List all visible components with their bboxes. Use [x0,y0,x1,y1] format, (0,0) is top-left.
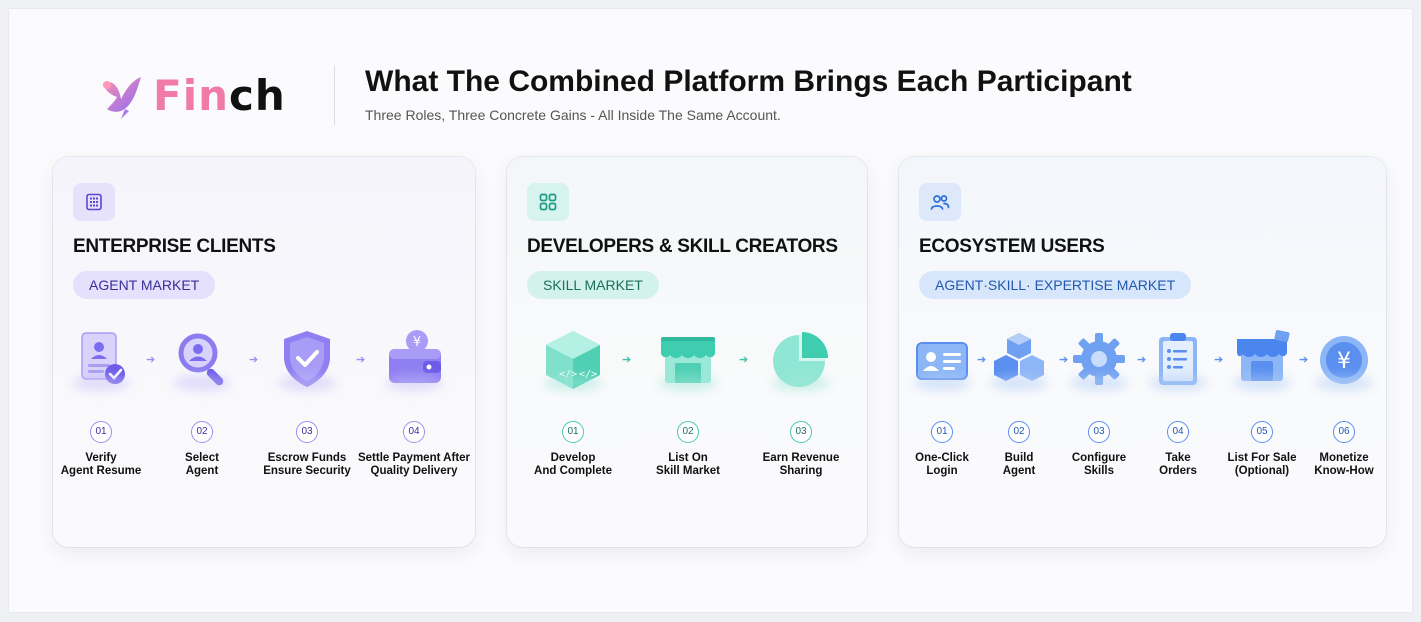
step-verify-resume: 01 Verify Agent Resume [41,325,161,478]
step-number: 02 [191,421,213,443]
users-icon [919,183,961,221]
arrow-right-icon: ➔ [356,354,366,366]
step-one-click-login: 01 One-Click Login [882,325,1002,478]
step-number: 02 [677,421,699,443]
step-label: Develop And Complete [534,452,612,477]
step-monetize: ¥ 06 Monetize Know-How [1284,325,1404,478]
gear-icon [1064,325,1134,395]
step-list-for-sale: 05 List For Sale (Optional) [1202,325,1322,478]
arrow-right-icon: ➔ [977,354,987,366]
role-card-developers: DEVELOPERS & SKILL CREATORS SKILL MARKET… [507,157,867,547]
step-label: Earn Revenue Sharing [762,452,840,477]
page: Finch What The Combined Platform Brings … [9,9,1412,612]
step-build-agent: 02 Build Agent [959,325,1079,478]
role-title: ECOSYSTEM USERS [919,236,1105,257]
svg-text:¥: ¥ [413,335,421,350]
step-label: Select Agent [185,452,219,477]
page-subtitle: Three Roles, Three Concrete Gains - All … [365,107,781,123]
step-label: Settle Payment After Quality Delivery [357,452,471,477]
svg-text:</>: </> [559,369,577,380]
step-number: 04 [1167,421,1189,443]
arrow-right-icon: ➔ [622,354,632,366]
grid-icon [527,183,569,221]
magnifier-user-icon [167,325,237,395]
arrow-right-icon: ➔ [146,354,156,366]
arrow-right-icon: ➔ [1059,354,1069,366]
id-card-icon [907,325,977,395]
step-label: Take Orders [1159,452,1197,477]
shop-icon [1227,325,1297,395]
resume-check-icon [66,325,136,395]
step-label: Build Agent [1002,452,1036,477]
step-settle-payment: ¥ 04 Settle Payment After Quality Delive… [354,325,474,478]
market-badge: SKILL MARKET [527,271,659,299]
arrow-right-icon: ➔ [1137,354,1147,366]
clipboard-icon [1143,325,1213,395]
step-label: Monetize Know-How [1314,452,1374,477]
step-label: One-Click Login [915,452,969,477]
arrow-right-icon: ➔ [739,354,749,366]
role-card-enterprise: ENTERPRISE CLIENTS AGENT MARKET 01 Verif… [53,157,475,547]
step-number: 01 [90,421,112,443]
svg-text:¥: ¥ [1337,349,1351,374]
step-number: 03 [790,421,812,443]
step-develop: </></> 01 Develop And Complete [513,325,633,478]
step-number: 03 [1088,421,1110,443]
arrow-right-icon: ➔ [249,354,259,366]
building-icon [73,183,115,221]
storefront-icon [653,325,723,395]
step-label: List On Skill Market [656,452,720,477]
finch-logo: Finch [95,69,286,121]
step-escrow-funds: 03 Escrow Funds Ensure Security [247,325,367,478]
step-number: 03 [296,421,318,443]
step-number: 01 [931,421,953,443]
arrow-right-icon: ➔ [1214,354,1224,366]
shield-check-icon [272,325,342,395]
pie-chart-icon [766,325,836,395]
step-select-agent: 02 Select Agent [142,325,262,478]
market-badge: AGENT MARKET [73,271,216,299]
step-take-orders: 04 Take Orders [1118,325,1238,478]
svg-text:</>: </> [579,369,597,380]
brand-name-post: ch [229,70,286,120]
step-list-on-market: 02 List On Skill Market [628,325,748,478]
step-configure-skills: 03 Configure Skills [1039,325,1159,478]
header-divider [334,65,335,125]
step-number: 06 [1333,421,1355,443]
wallet-yen-icon: ¥ [379,325,449,395]
step-label: Verify Agent Resume [60,452,142,477]
market-badge: AGENT·SKILL· EXPERTISE MARKET [919,271,1192,299]
role-card-ecosystem-users: ECOSYSTEM USERS AGENT·SKILL· EXPERTISE M… [899,157,1386,547]
step-label: Escrow Funds Ensure Security [263,452,351,477]
arrow-right-icon: ➔ [1299,354,1309,366]
finch-bird-icon [103,77,141,119]
role-title: DEVELOPERS & SKILL CREATORS [527,236,838,257]
code-cube-icon: </></> [538,325,608,395]
step-label: Configure Skills [1071,452,1127,477]
yen-coin-icon: ¥ [1309,325,1379,395]
step-number: 02 [1008,421,1030,443]
brand-name: Finch [153,71,286,120]
step-number: 01 [562,421,584,443]
step-number: 04 [403,421,425,443]
step-number: 05 [1251,421,1273,443]
cubes-icon [984,325,1054,395]
step-label: List For Sale (Optional) [1227,452,1297,477]
step-earn-revenue: 03 Earn Revenue Sharing [741,325,861,478]
page-title: What The Combined Platform Brings Each P… [365,65,1132,98]
role-title: ENTERPRISE CLIENTS [73,236,276,257]
brand-name-pre: Fin [153,70,229,120]
